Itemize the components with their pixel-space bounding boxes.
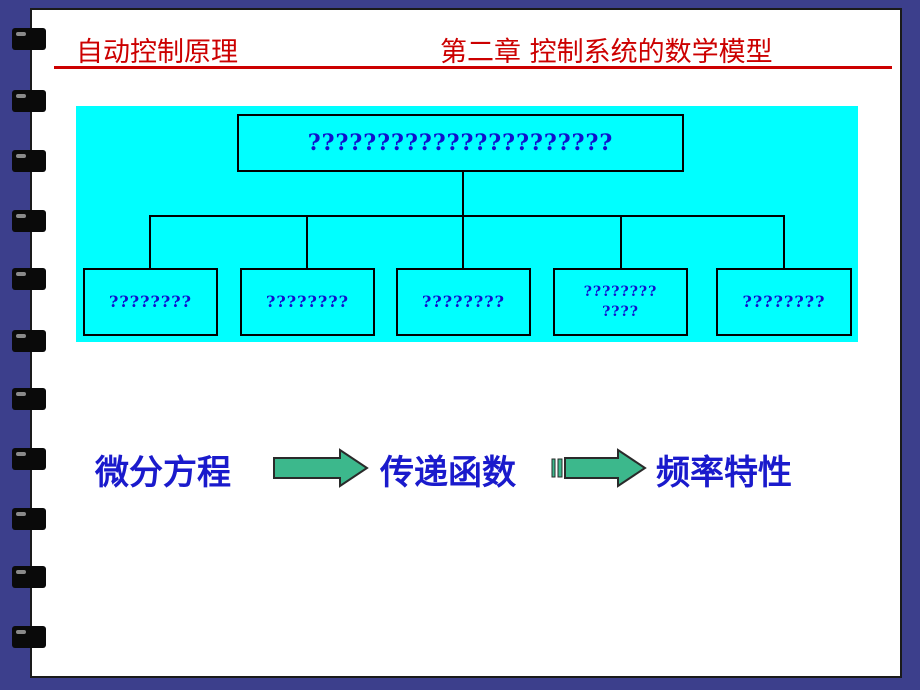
diagram-background (76, 106, 858, 342)
binding-ring (12, 330, 46, 352)
child-node-label-line1: ???????? (583, 284, 658, 300)
child-node-label: ???????? (109, 292, 192, 311)
child-node-3: ???????? (396, 268, 531, 336)
child-node-2: ???????? (240, 268, 375, 336)
binding-ring (12, 90, 46, 112)
flow-step-1: 微分方程 (95, 453, 231, 493)
binding-ring (12, 388, 46, 410)
course-title: 自动控制原理 (76, 37, 238, 68)
binding-ring (12, 210, 46, 232)
binding-ring (12, 448, 46, 470)
child-node-1: ???????? (83, 268, 218, 336)
tree-connectors (149, 172, 785, 268)
binding-ring (12, 268, 46, 290)
child-node-5: ???????? (716, 268, 852, 336)
flow-step-2: 传递函数 (380, 453, 516, 493)
root-node: ?????????????????????? (237, 114, 684, 172)
chapter-title: 第二章 控制系统的数学模型 (440, 37, 773, 68)
child-node-label: ???????? (742, 292, 826, 311)
right-arrow-icon (273, 448, 369, 488)
binding-ring (12, 508, 46, 530)
striped-right-arrow-icon (551, 448, 647, 488)
child-node-label: ???????? (422, 292, 505, 311)
root-node-label: ?????????????????????? (307, 130, 614, 156)
child-node-label-line2: ???? (602, 304, 639, 320)
binding-ring (12, 28, 46, 50)
header-divider (54, 66, 892, 69)
binding-ring (12, 150, 46, 172)
binding-ring (12, 566, 46, 588)
flow-step-3: 频率特性 (656, 453, 792, 493)
binding-ring (12, 626, 46, 648)
child-node-4: ???????? ???? (553, 268, 688, 336)
child-node-label: ???????? (266, 292, 349, 311)
